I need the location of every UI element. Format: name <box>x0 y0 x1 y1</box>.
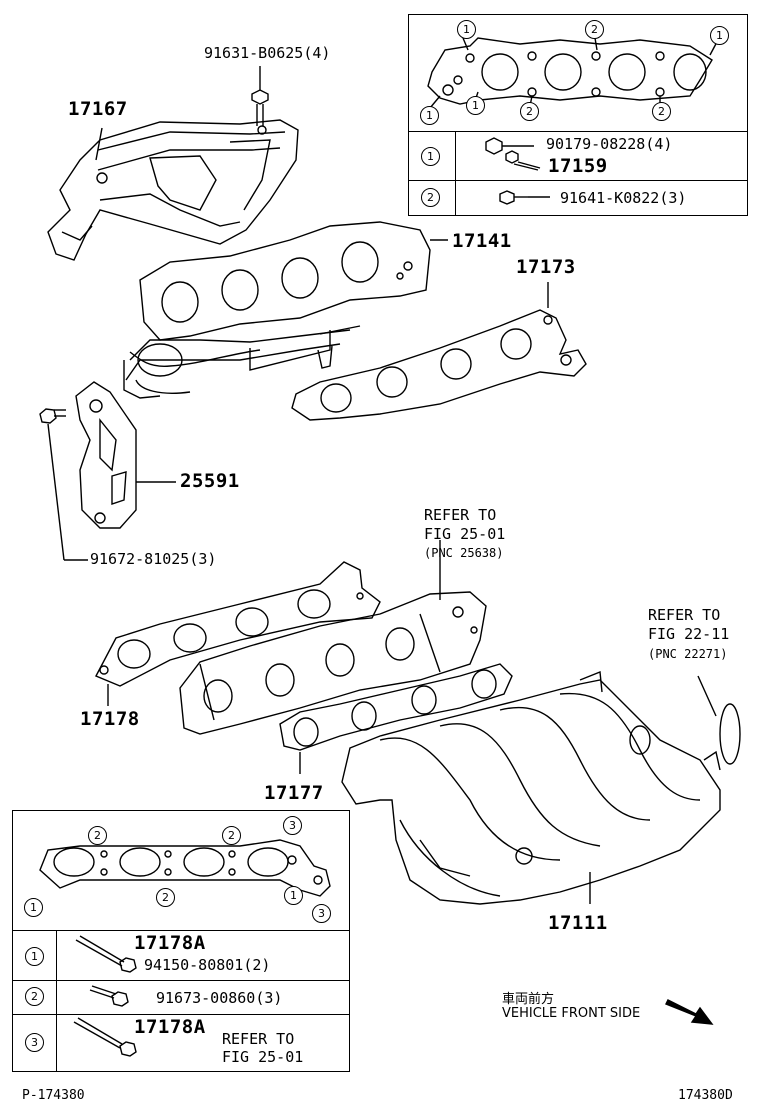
key-top-bolts <box>485 137 550 205</box>
ref-pnc-25638: (PNC 25638) <box>424 546 504 560</box>
marker-2: 2 <box>222 826 241 845</box>
marker-1: 1 <box>284 886 303 905</box>
part-17178a-label-2: 17178A <box>134 1016 206 1038</box>
part-17177-label: 17177 <box>264 782 324 804</box>
part-25591-label: 25591 <box>180 470 240 492</box>
key-bottom-divider-2 <box>12 980 350 981</box>
key-table-bottom <box>12 810 350 1072</box>
ref-fig-22-11-line1[interactable]: REFER TO <box>648 606 721 624</box>
key-bottom-row2-marker: 2 <box>25 987 44 1006</box>
marker-1: 1 <box>24 898 43 917</box>
part-17159-label: 17159 <box>548 155 608 177</box>
key-bottom-row3-marker: 3 <box>25 1033 44 1052</box>
exhaust-gasket-drawing <box>291 282 587 421</box>
ref-fig-22-11-line2[interactable]: FIG 22-11 <box>648 625 730 643</box>
key-bottom-bolts <box>73 935 137 1057</box>
footer-left-code: P-174380 <box>22 1088 85 1103</box>
part-17141-label: 17141 <box>452 230 512 252</box>
key-bottom-divider-1 <box>12 930 350 931</box>
part-17167-label: 17167 <box>68 98 128 120</box>
intake-gasket-detail-drawing <box>39 839 331 897</box>
key-top-row1-marker: 1 <box>421 147 440 166</box>
part-94150-label: 94150-80801(2) <box>144 956 271 974</box>
marker-3: 3 <box>312 904 331 923</box>
footer-right-code: 174380D <box>678 1088 733 1103</box>
key-bottom-row1-marker: 1 <box>25 947 44 966</box>
ref-fig-25-01-line2[interactable]: FIG 25-01 <box>424 525 506 543</box>
part-91673-label: 91673-00860(3) <box>156 989 283 1007</box>
part-17173-label: 17173 <box>516 256 576 278</box>
exhaust-manifold-drawing <box>123 221 448 399</box>
key-top-col-divider <box>455 131 456 215</box>
intake-insulator-drawing <box>179 540 487 735</box>
part-90179-label: 90179-08228(4) <box>546 135 673 153</box>
part-91631-label: 91631-B0625(4) <box>204 44 331 62</box>
key-table-top <box>408 14 748 216</box>
direction-jp-label: 車両前方 <box>502 992 555 1007</box>
intake-manifold-drawing <box>341 671 741 905</box>
intake-gasket-2-drawing <box>279 663 513 774</box>
part-17178a-label: 17178A <box>134 932 206 954</box>
key-bottom-col-divider <box>56 930 57 1072</box>
heat-insulator-drawing <box>47 119 299 261</box>
marker-1: 1 <box>710 26 729 45</box>
vehicle-front-arrow-icon <box>665 999 714 1025</box>
marker-2: 2 <box>88 826 107 845</box>
part-17178-label: 17178 <box>80 708 140 730</box>
marker-3: 3 <box>283 816 302 835</box>
marker-1: 1 <box>457 20 476 39</box>
stay-bracket-drawing <box>75 381 176 529</box>
key-bottom-divider-3 <box>12 1014 350 1015</box>
direction-en-label: VEHICLE FRONT SIDE <box>502 1006 641 1021</box>
ref-pnc-22271: (PNC 22271) <box>648 647 728 661</box>
key-top-divider-2 <box>408 180 748 181</box>
ref-fig-25-01-key-line1[interactable]: REFER TO <box>222 1030 295 1048</box>
intake-gasket-drawing <box>95 561 381 706</box>
ref-fig-25-01-line1[interactable]: REFER TO <box>424 506 497 524</box>
ref-fig-25-01-key-line2[interactable]: FIG 25-01 <box>222 1048 304 1066</box>
part-91641-label: 91641-K0822(3) <box>560 189 687 207</box>
part-17111-label: 17111 <box>548 912 608 934</box>
marker-2: 2 <box>652 102 671 121</box>
key-top-divider-1 <box>408 131 748 132</box>
marker-1: 1 <box>466 96 485 115</box>
marker-1: 1 <box>420 106 439 125</box>
marker-2: 2 <box>520 102 539 121</box>
key-top-row2-marker: 2 <box>421 188 440 207</box>
marker-2: 2 <box>156 888 175 907</box>
bolt-91631-drawing <box>251 66 269 126</box>
bolt-91672-drawing <box>39 408 88 561</box>
marker-2: 2 <box>585 20 604 39</box>
part-91672-label: 91672-81025(3) <box>90 550 217 568</box>
